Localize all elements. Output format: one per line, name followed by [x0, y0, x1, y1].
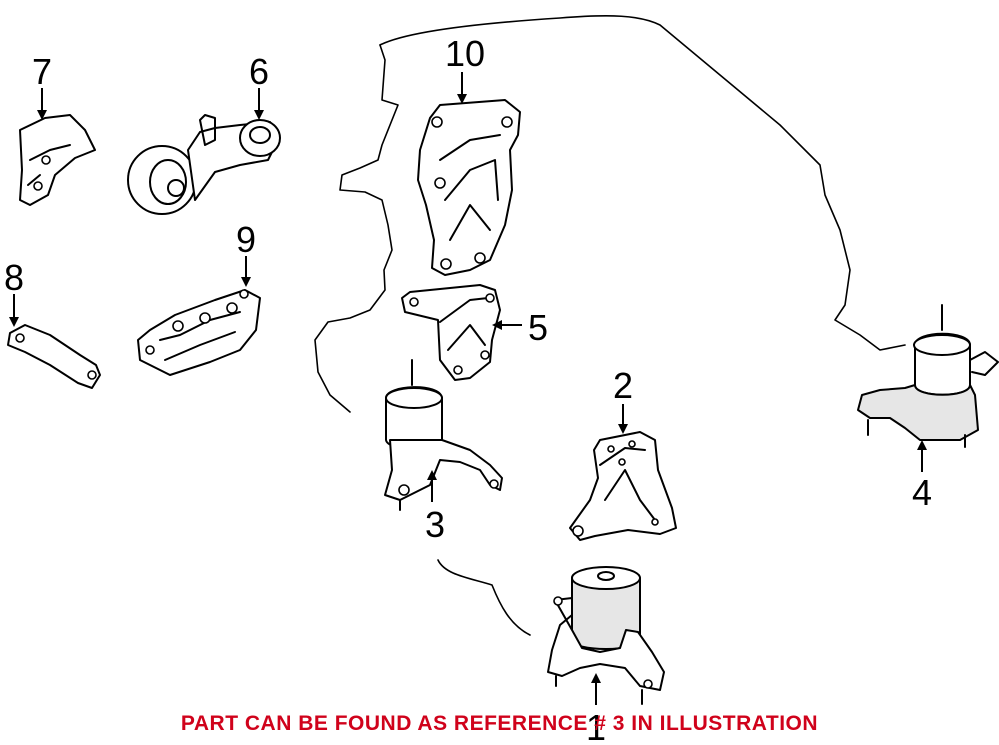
- callout-10[interactable]: 10: [445, 33, 485, 74]
- callout-4[interactable]: 4: [912, 472, 932, 513]
- callout-6[interactable]: 6: [249, 51, 269, 92]
- part-3-mount[interactable]: [384, 359, 503, 511]
- callout-1[interactable]: 1: [586, 707, 606, 745]
- callout-7[interactable]: 7: [32, 51, 52, 92]
- part-7-bracket[interactable]: [19, 114, 96, 206]
- part-6-torque-rod[interactable]: [127, 114, 281, 215]
- callout-8[interactable]: 8: [4, 257, 24, 298]
- part-8-strap[interactable]: [7, 324, 101, 389]
- callout-5[interactable]: 5: [528, 307, 548, 348]
- part-2-bracket[interactable]: [569, 431, 677, 541]
- reference-notice: PART CAN BE FOUND AS REFERENCE # 3 IN IL…: [180, 712, 819, 735]
- engine-outline: [314, 15, 906, 636]
- part-10-bracket[interactable]: [417, 99, 521, 276]
- callout-labels: 7 6 8 9 10 5 3 2 4 1: [4, 33, 932, 745]
- part-5-bracket[interactable]: [401, 284, 501, 381]
- callout-arrows: [9, 72, 927, 705]
- callout-9[interactable]: 9: [236, 219, 256, 260]
- callout-2[interactable]: 2: [613, 365, 633, 406]
- part-4-mount[interactable]: [857, 304, 999, 448]
- part-9-insulator[interactable]: [137, 289, 261, 376]
- part-1-mount[interactable]: [547, 566, 665, 705]
- callout-3[interactable]: 3: [425, 504, 445, 545]
